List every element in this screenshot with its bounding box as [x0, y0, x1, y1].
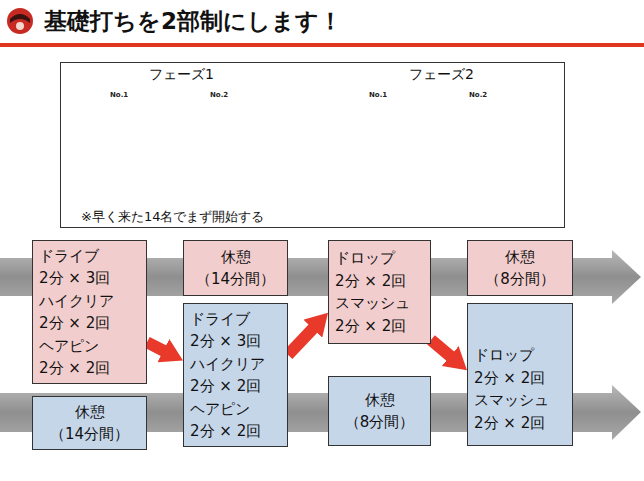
drill-name: スマッシュ — [335, 292, 410, 315]
drill-count: 2分 × 2回 — [39, 357, 110, 380]
drill-name: ドライブ — [39, 245, 99, 268]
drill-count: 2分 × 2回 — [39, 312, 110, 335]
page-title: 基礎打ちを2部制にします！ — [44, 6, 342, 37]
drill-count: 2分 × 2回 — [335, 315, 406, 338]
court-number: No.2 — [210, 92, 228, 99]
drill-name: ハイクリア — [39, 290, 114, 313]
drill-count: 2分 × 2回 — [474, 367, 545, 390]
drill-count: 2分 × 2回 — [335, 270, 406, 293]
title-rule — [0, 43, 644, 47]
flow-arrow — [147, 342, 169, 353]
court-number: No.1 — [110, 92, 128, 99]
drill-name: 休憩 — [75, 401, 105, 424]
drill-name: 休憩 — [505, 246, 535, 269]
rest-box: 休憩（14分間） — [183, 240, 288, 296]
drill-count: （8分間） — [345, 411, 415, 434]
drill-box: ドライブ2分 × 3回ハイクリア2分 × 2回ヘアピン2分 × 2回 — [183, 303, 288, 447]
rest-box: 休憩（14分間） — [32, 396, 147, 450]
drill-count: （14分間） — [196, 268, 275, 291]
phase-heading: フェーズ1 — [149, 66, 214, 83]
drill-name: 休憩 — [365, 389, 395, 412]
flow-arrow — [431, 340, 455, 360]
drill-name: スマッシュ — [474, 389, 549, 412]
drill-name: ドロップ — [335, 247, 395, 270]
phase-panel: フェーズ1 フェーズ2 ※早く来た14名でまず開始する — [60, 62, 565, 228]
drill-name: ヘアピン — [190, 398, 250, 421]
rest-box: 休憩（8分間） — [328, 376, 431, 446]
rest-box: 休憩（8分間） — [467, 240, 573, 296]
note-text: ※早く来た14名でまず開始する — [81, 209, 264, 225]
drill-count: 2分 × 2回 — [190, 420, 261, 443]
drill-name: ドライブ — [190, 308, 250, 331]
court-number: No.2 — [469, 92, 487, 99]
logo-icon — [7, 8, 33, 34]
flow-arrow — [288, 324, 317, 354]
drill-name: ハイクリア — [190, 353, 265, 376]
drill-box: ドロップ2分 × 2回スマッシュ2分 × 2回 — [328, 240, 431, 344]
drill-count: （8分間） — [485, 268, 555, 291]
drill-count: 2分 × 2回 — [190, 375, 261, 398]
drill-count: 2分 × 3回 — [190, 330, 261, 353]
drill-name: ドロップ — [474, 344, 534, 367]
drill-count: （14分間） — [50, 423, 129, 446]
court-number: No.1 — [369, 92, 387, 99]
drill-box: ドロップ2分 × 2回スマッシュ2分 × 2回 — [467, 303, 573, 446]
drill-box: ドライブ2分 × 3回ハイクリア2分 × 2回ヘアピン2分 × 2回 — [32, 240, 147, 384]
drill-count: 2分 × 2回 — [474, 412, 545, 435]
drill-name: 休憩 — [221, 246, 251, 269]
drill-name: ヘアピン — [39, 335, 99, 358]
phase-heading: フェーズ2 — [409, 66, 474, 83]
drill-count: 2分 × 3回 — [39, 267, 110, 290]
